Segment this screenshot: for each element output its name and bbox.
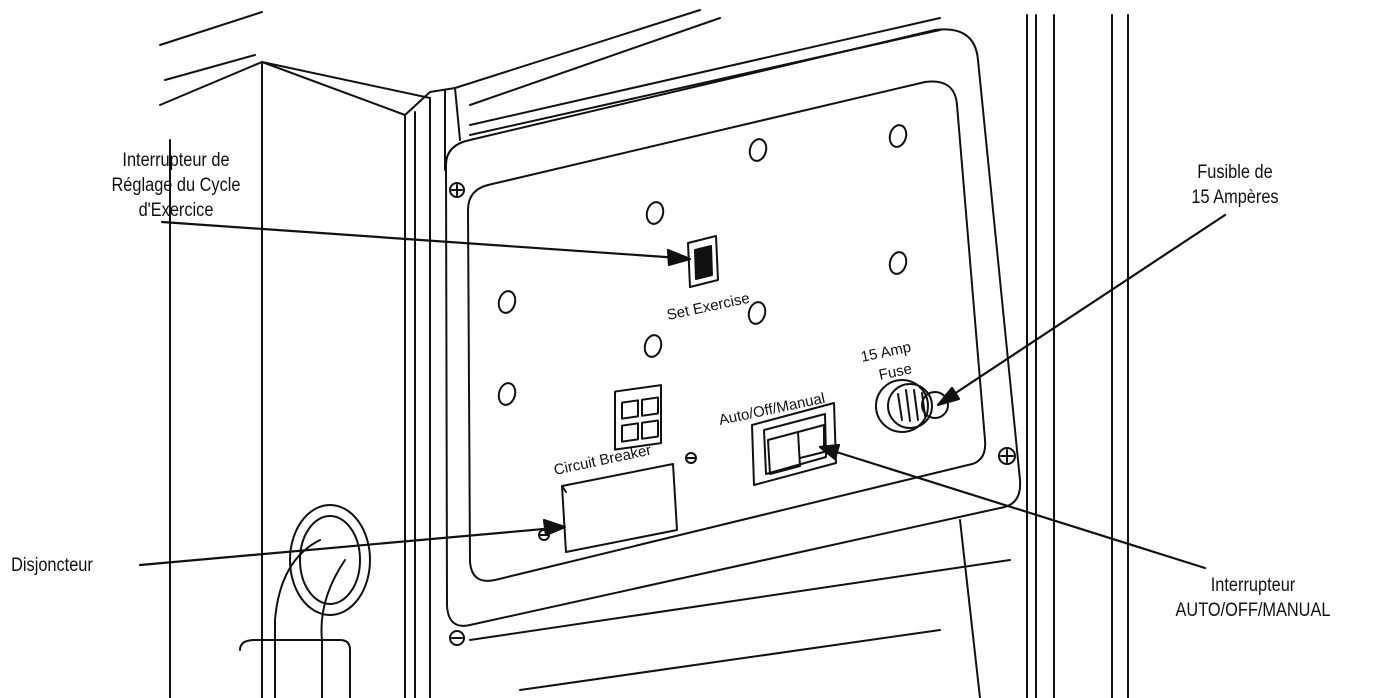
mounting-holes [497,124,908,406]
pipe-elbow [239,504,371,698]
auto-off-manual-switch [751,402,837,486]
callout-exercise-line: Interrupteur de [122,150,230,171]
circuit-breaker-label: Circuit Breaker [552,442,653,479]
set-exercise-switch [687,235,719,288]
panel-labels: Set Exercise 15 Amp Fuse Auto/Off/Manual… [552,290,913,479]
callout-auto-line: Interrupteur [1210,575,1296,596]
callout-breaker-line: Disjoncteur [11,555,93,576]
fuse-holder [875,379,949,433]
leader-lines [138,213,1227,570]
callout-auto-switch: Interrupteur AUTO/OFF/MANUAL [1171,573,1334,623]
circuit-breaker [561,384,678,553]
control-panel-plate [445,28,1022,627]
callout-exercise-line: Réglage du Cycle [111,175,241,196]
callout-auto-line: AUTO/OFF/MANUAL [1175,600,1331,621]
callout-exercise-line: d'Exercice [138,200,214,221]
callout-fuse-line: Fusible de [1197,162,1273,183]
panel-screws [449,182,1016,646]
set-exercise-label: Set Exercise [665,290,751,324]
auto-off-manual-label: Auto/Off/Manual [717,390,826,429]
callout-fuse: Fusible de 15 Ampères [1183,160,1286,210]
fuse-label-line2: Fuse [877,360,913,384]
callout-exercise-switch: Interrupteur de Réglage du Cycle d'Exerc… [107,148,245,223]
callout-fuse-line: 15 Ampères [1191,187,1279,208]
callout-breaker: Disjoncteur [11,553,123,578]
